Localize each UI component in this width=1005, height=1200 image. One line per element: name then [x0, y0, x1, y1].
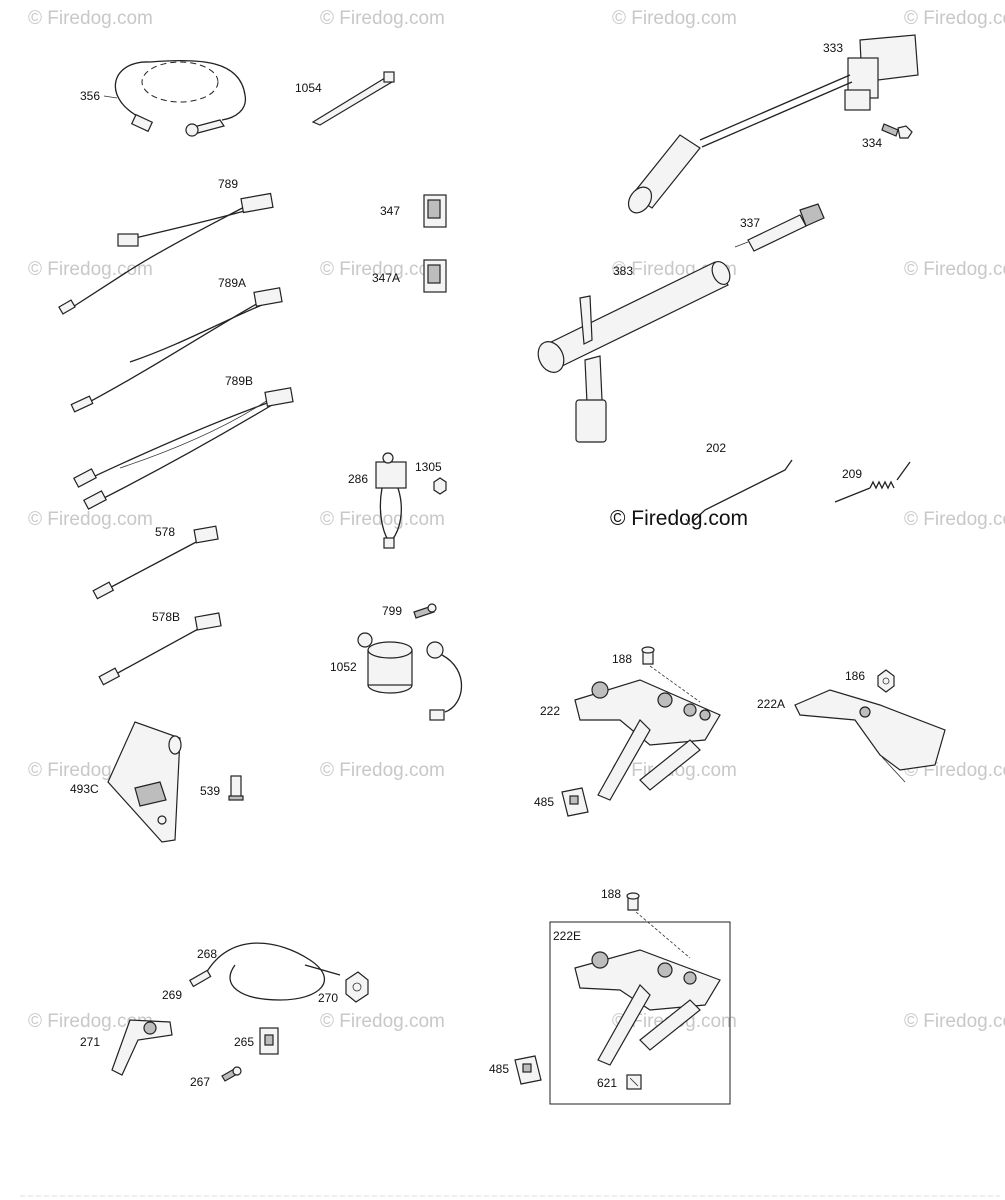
callout-356: 356	[80, 89, 100, 103]
part-222E-bracket	[574, 949, 721, 1066]
callout-270: 270	[318, 991, 338, 1005]
watermark: © Firedog.com	[28, 509, 153, 530]
assembly-222E-box	[549, 921, 731, 1105]
watermark: © Firedog.com	[612, 8, 737, 29]
callout-799: 799	[382, 604, 402, 618]
callout-271: 271	[80, 1035, 100, 1049]
watermark: © Firedog.com	[320, 259, 445, 280]
part-347-switch	[423, 194, 447, 228]
watermark-layer: © Firedog.com © Firedog.com © Firedog.co…	[28, 8, 1005, 1032]
callout-493C: 493C	[70, 782, 99, 796]
watermark-main: © Firedog.com	[610, 507, 748, 530]
callout-485: 485	[534, 795, 554, 809]
part-493C-bracket	[107, 721, 182, 843]
watermark: © Firedog.com	[320, 509, 445, 530]
part-539-standoff	[228, 775, 244, 801]
part-578-wire	[92, 525, 219, 600]
part-268-cable	[189, 942, 341, 1001]
callout-337: 337	[740, 216, 760, 230]
part-799-screw	[413, 603, 437, 619]
part-356-ground-wire	[114, 59, 247, 137]
part-265-clip	[259, 1027, 279, 1055]
watermark: © Firedog.com	[320, 8, 445, 29]
callout-333: 333	[823, 41, 843, 55]
callout-578B: 578B	[152, 610, 180, 624]
part-188-screw-lower	[626, 892, 640, 911]
part-1054-cable-tie	[311, 71, 395, 126]
callout-286: 286	[348, 472, 368, 486]
part-209-spring	[834, 461, 911, 503]
callout-265: 265	[234, 1035, 254, 1049]
part-485-clip	[561, 787, 589, 817]
part-270-nut	[345, 971, 369, 1003]
callout-621: 621	[597, 1076, 617, 1090]
callout-269: 269	[162, 988, 182, 1002]
part-337-spark-plug	[734, 203, 825, 252]
part-202-link	[685, 459, 793, 526]
callout-202: 202	[706, 441, 726, 455]
part-578B-wire	[98, 612, 222, 686]
part-621-clip	[626, 1074, 642, 1090]
part-186-nut	[877, 669, 895, 693]
part-267-screw	[221, 1066, 242, 1082]
callout-383: 383	[613, 264, 633, 278]
callout-222: 222	[540, 704, 560, 718]
callout-186: 186	[845, 669, 865, 683]
callout-209: 209	[842, 467, 862, 481]
part-383-wrench	[537, 261, 731, 443]
callout-188-lower: 188	[601, 887, 621, 901]
callout-1052: 1052	[330, 660, 357, 674]
callout-789B: 789B	[225, 374, 253, 388]
part-334-screw	[881, 123, 913, 139]
part-789A-harness	[70, 287, 283, 413]
callout-485-lower: 485	[489, 1062, 509, 1076]
part-789B-harness	[73, 387, 294, 510]
part-271-lever	[111, 1019, 173, 1076]
watermark: © Firedog.com	[904, 8, 1005, 29]
callout-334: 334	[862, 136, 882, 150]
callout-1305: 1305	[415, 460, 442, 474]
watermark: © Firedog.com	[904, 1011, 1005, 1032]
part-188-screw	[641, 646, 655, 665]
callout-347A: 347A	[372, 271, 400, 285]
callout-347: 347	[380, 204, 400, 218]
watermark: © Firedog.com	[28, 8, 153, 29]
watermark: © Firedog.com	[904, 509, 1005, 530]
callout-222E: 222E	[553, 929, 581, 943]
callout-268: 268	[197, 947, 217, 961]
callout-188: 188	[612, 652, 632, 666]
part-1305-nut	[433, 477, 447, 495]
part-222-bracket	[574, 679, 721, 801]
part-1052-solenoid	[357, 632, 463, 721]
part-333-ignition-coil	[627, 34, 919, 214]
watermark: © Firedog.com	[320, 1011, 445, 1032]
part-485-clip-lower	[514, 1055, 542, 1085]
callout-578: 578	[155, 525, 175, 539]
part-286-rectifier	[375, 452, 407, 549]
callout-539: 539	[200, 784, 220, 798]
callout-1054: 1054	[295, 81, 322, 95]
callout-789A: 789A	[218, 276, 246, 290]
callout-222A: 222A	[757, 697, 785, 711]
callout-789: 789	[218, 177, 238, 191]
part-789-harness	[58, 192, 274, 315]
watermark: © Firedog.com	[320, 760, 445, 781]
part-347A-switch	[423, 259, 447, 293]
callout-267: 267	[190, 1075, 210, 1089]
watermark: © Firedog.com	[904, 259, 1005, 280]
watermark: © Firedog.com	[28, 1011, 153, 1032]
watermark: © Firedog.com	[28, 259, 153, 280]
part-222A-bracket	[794, 689, 946, 783]
